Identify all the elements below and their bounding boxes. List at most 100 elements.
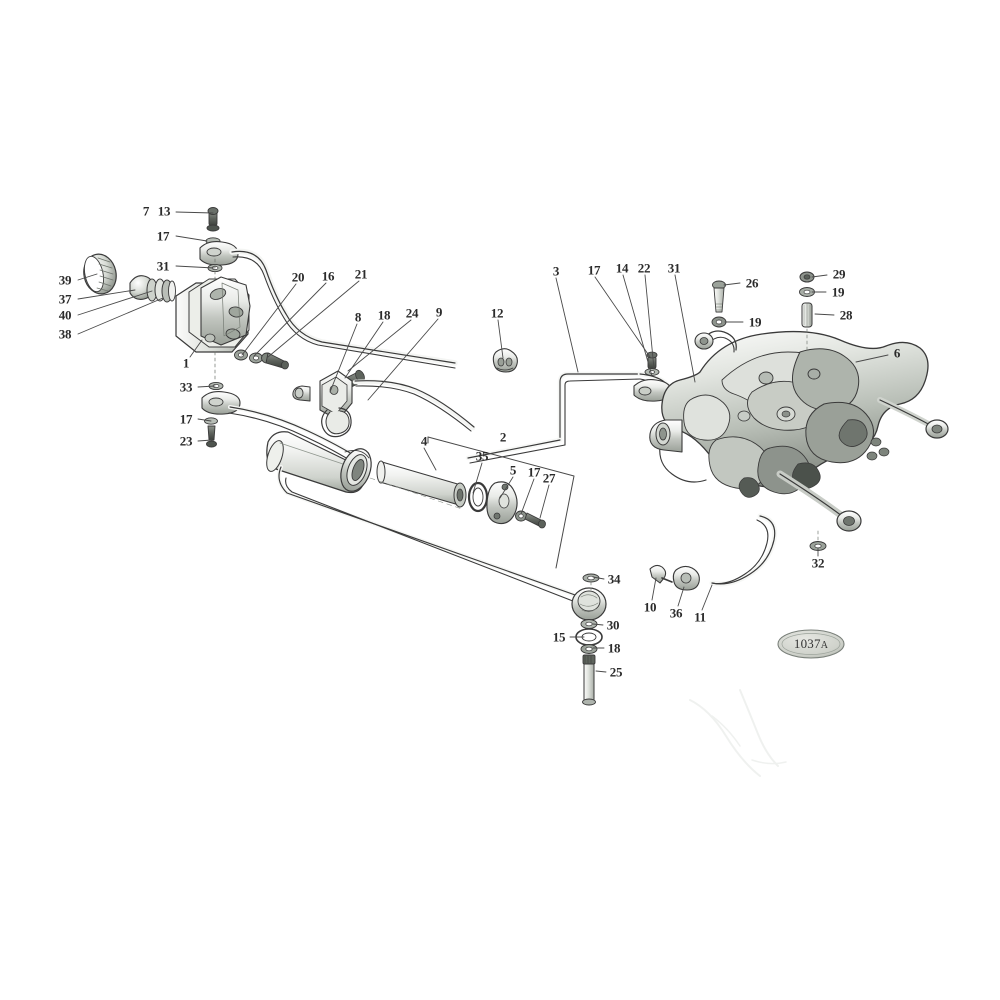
callout-21: 21 — [354, 266, 368, 282]
detail-bracket-2 — [427, 436, 575, 569]
callout-8: 8 — [354, 309, 362, 325]
callout-16: 16 — [321, 268, 335, 284]
part-tie-rod-end — [571, 587, 607, 621]
callout-19: 19 — [748, 314, 762, 330]
part-16-washer — [249, 352, 263, 364]
part-18-washer — [580, 644, 598, 654]
part-29-cap — [799, 271, 815, 283]
leader-l29 — [811, 274, 828, 278]
part-32-washer — [809, 541, 827, 551]
plate-badge — [777, 629, 845, 659]
callout-40: 40 — [58, 307, 72, 323]
plate-badge-suffix: A — [820, 640, 829, 651]
callout-32: 32 — [811, 555, 825, 571]
callout-17: 17 — [179, 411, 193, 427]
leader-l10 — [651, 577, 657, 601]
leader-l3 — [555, 277, 579, 373]
callout-15: 15 — [552, 629, 566, 645]
pump-assembly — [83, 207, 289, 448]
return-hose-assembly — [649, 513, 778, 591]
leader-l30 — [592, 623, 604, 626]
callout-17: 17 — [587, 262, 601, 278]
callout-17: 17 — [527, 464, 541, 480]
leader-l28 — [814, 313, 835, 316]
part-39-cap — [83, 253, 117, 295]
callout-4: 4 — [420, 433, 428, 449]
leader-l13 — [175, 211, 214, 214]
part-13-banjo-bolt — [206, 207, 220, 232]
part-20-washer — [234, 349, 248, 361]
callout-7: 7 — [142, 203, 150, 219]
hose-fitting-lower — [201, 391, 241, 415]
gearbox-left-flange — [649, 419, 683, 453]
callout-17: 17 — [156, 228, 170, 244]
leader-l14 — [622, 274, 653, 377]
part-35-oring — [467, 481, 489, 513]
part-21-bolt — [261, 352, 289, 370]
leader-l20 — [241, 283, 297, 356]
part-19-washer-b — [799, 287, 815, 297]
gearbox-assembly — [649, 271, 949, 551]
callout-34: 34 — [607, 571, 621, 587]
callout-9: 9 — [435, 304, 443, 320]
leader-l17a — [175, 235, 208, 242]
leader-l39 — [77, 273, 98, 281]
callout-5: 5 — [509, 462, 517, 478]
leader-l37 — [77, 289, 136, 300]
callout-39: 39 — [58, 272, 72, 288]
callout-36: 36 — [669, 605, 683, 621]
leader-l17b — [197, 418, 212, 422]
leader-l1 — [189, 339, 203, 358]
part-12-clip — [492, 348, 518, 373]
hydraulic-hose-upper — [229, 248, 458, 369]
plate-badge-number: 1037 — [793, 636, 821, 651]
callout-22: 22 — [637, 260, 651, 276]
part-37-40-seal — [129, 275, 176, 303]
leader-l12 — [497, 319, 504, 359]
bracket-and-rod — [292, 348, 518, 438]
leader-l34 — [592, 576, 605, 580]
leader-l25 — [595, 670, 607, 673]
callout-6: 6 — [893, 345, 901, 361]
part-25-bolt — [582, 654, 596, 706]
leader-l33 — [197, 385, 216, 388]
leader-l4 — [423, 447, 437, 471]
callout-18: 18 — [377, 307, 391, 323]
leader-l16 — [253, 282, 327, 357]
part-5-end-cap — [486, 481, 518, 525]
leader-l24 — [347, 319, 412, 372]
callout-18: 18 — [607, 640, 621, 656]
leader-l5 — [499, 476, 514, 499]
leader-l22 — [644, 274, 655, 370]
part-26-bolt — [712, 280, 726, 313]
part-4-piston — [376, 460, 467, 508]
gearbox-upper-arm — [694, 330, 737, 353]
scan-artifact — [689, 689, 787, 777]
callout-3: 3 — [552, 263, 560, 279]
callout-35: 35 — [475, 448, 489, 464]
leader-l11 — [701, 584, 713, 611]
leader-l23 — [197, 439, 213, 442]
callout-12: 12 — [490, 305, 504, 321]
callout-31: 31 — [667, 260, 681, 276]
part-36-fitting — [672, 565, 700, 591]
leader-l21 — [267, 280, 360, 358]
hose-fitting-upper — [199, 241, 239, 266]
callout-14: 14 — [615, 260, 629, 276]
part-9-rod — [352, 379, 476, 432]
part-1-pump-body — [175, 276, 251, 353]
leader-l35 — [472, 462, 483, 494]
callout-24: 24 — [405, 305, 419, 321]
callout-20: 20 — [291, 269, 305, 285]
callout-30: 30 — [606, 617, 620, 633]
callout-37: 37 — [58, 291, 72, 307]
callout-27: 27 — [542, 470, 556, 486]
callout-2: 2 — [499, 429, 507, 445]
leader-l9 — [367, 318, 439, 401]
part-10-plug — [649, 564, 673, 584]
callout-31: 31 — [156, 258, 170, 274]
leader-l40 — [77, 290, 153, 316]
leader-lines — [77, 211, 889, 673]
